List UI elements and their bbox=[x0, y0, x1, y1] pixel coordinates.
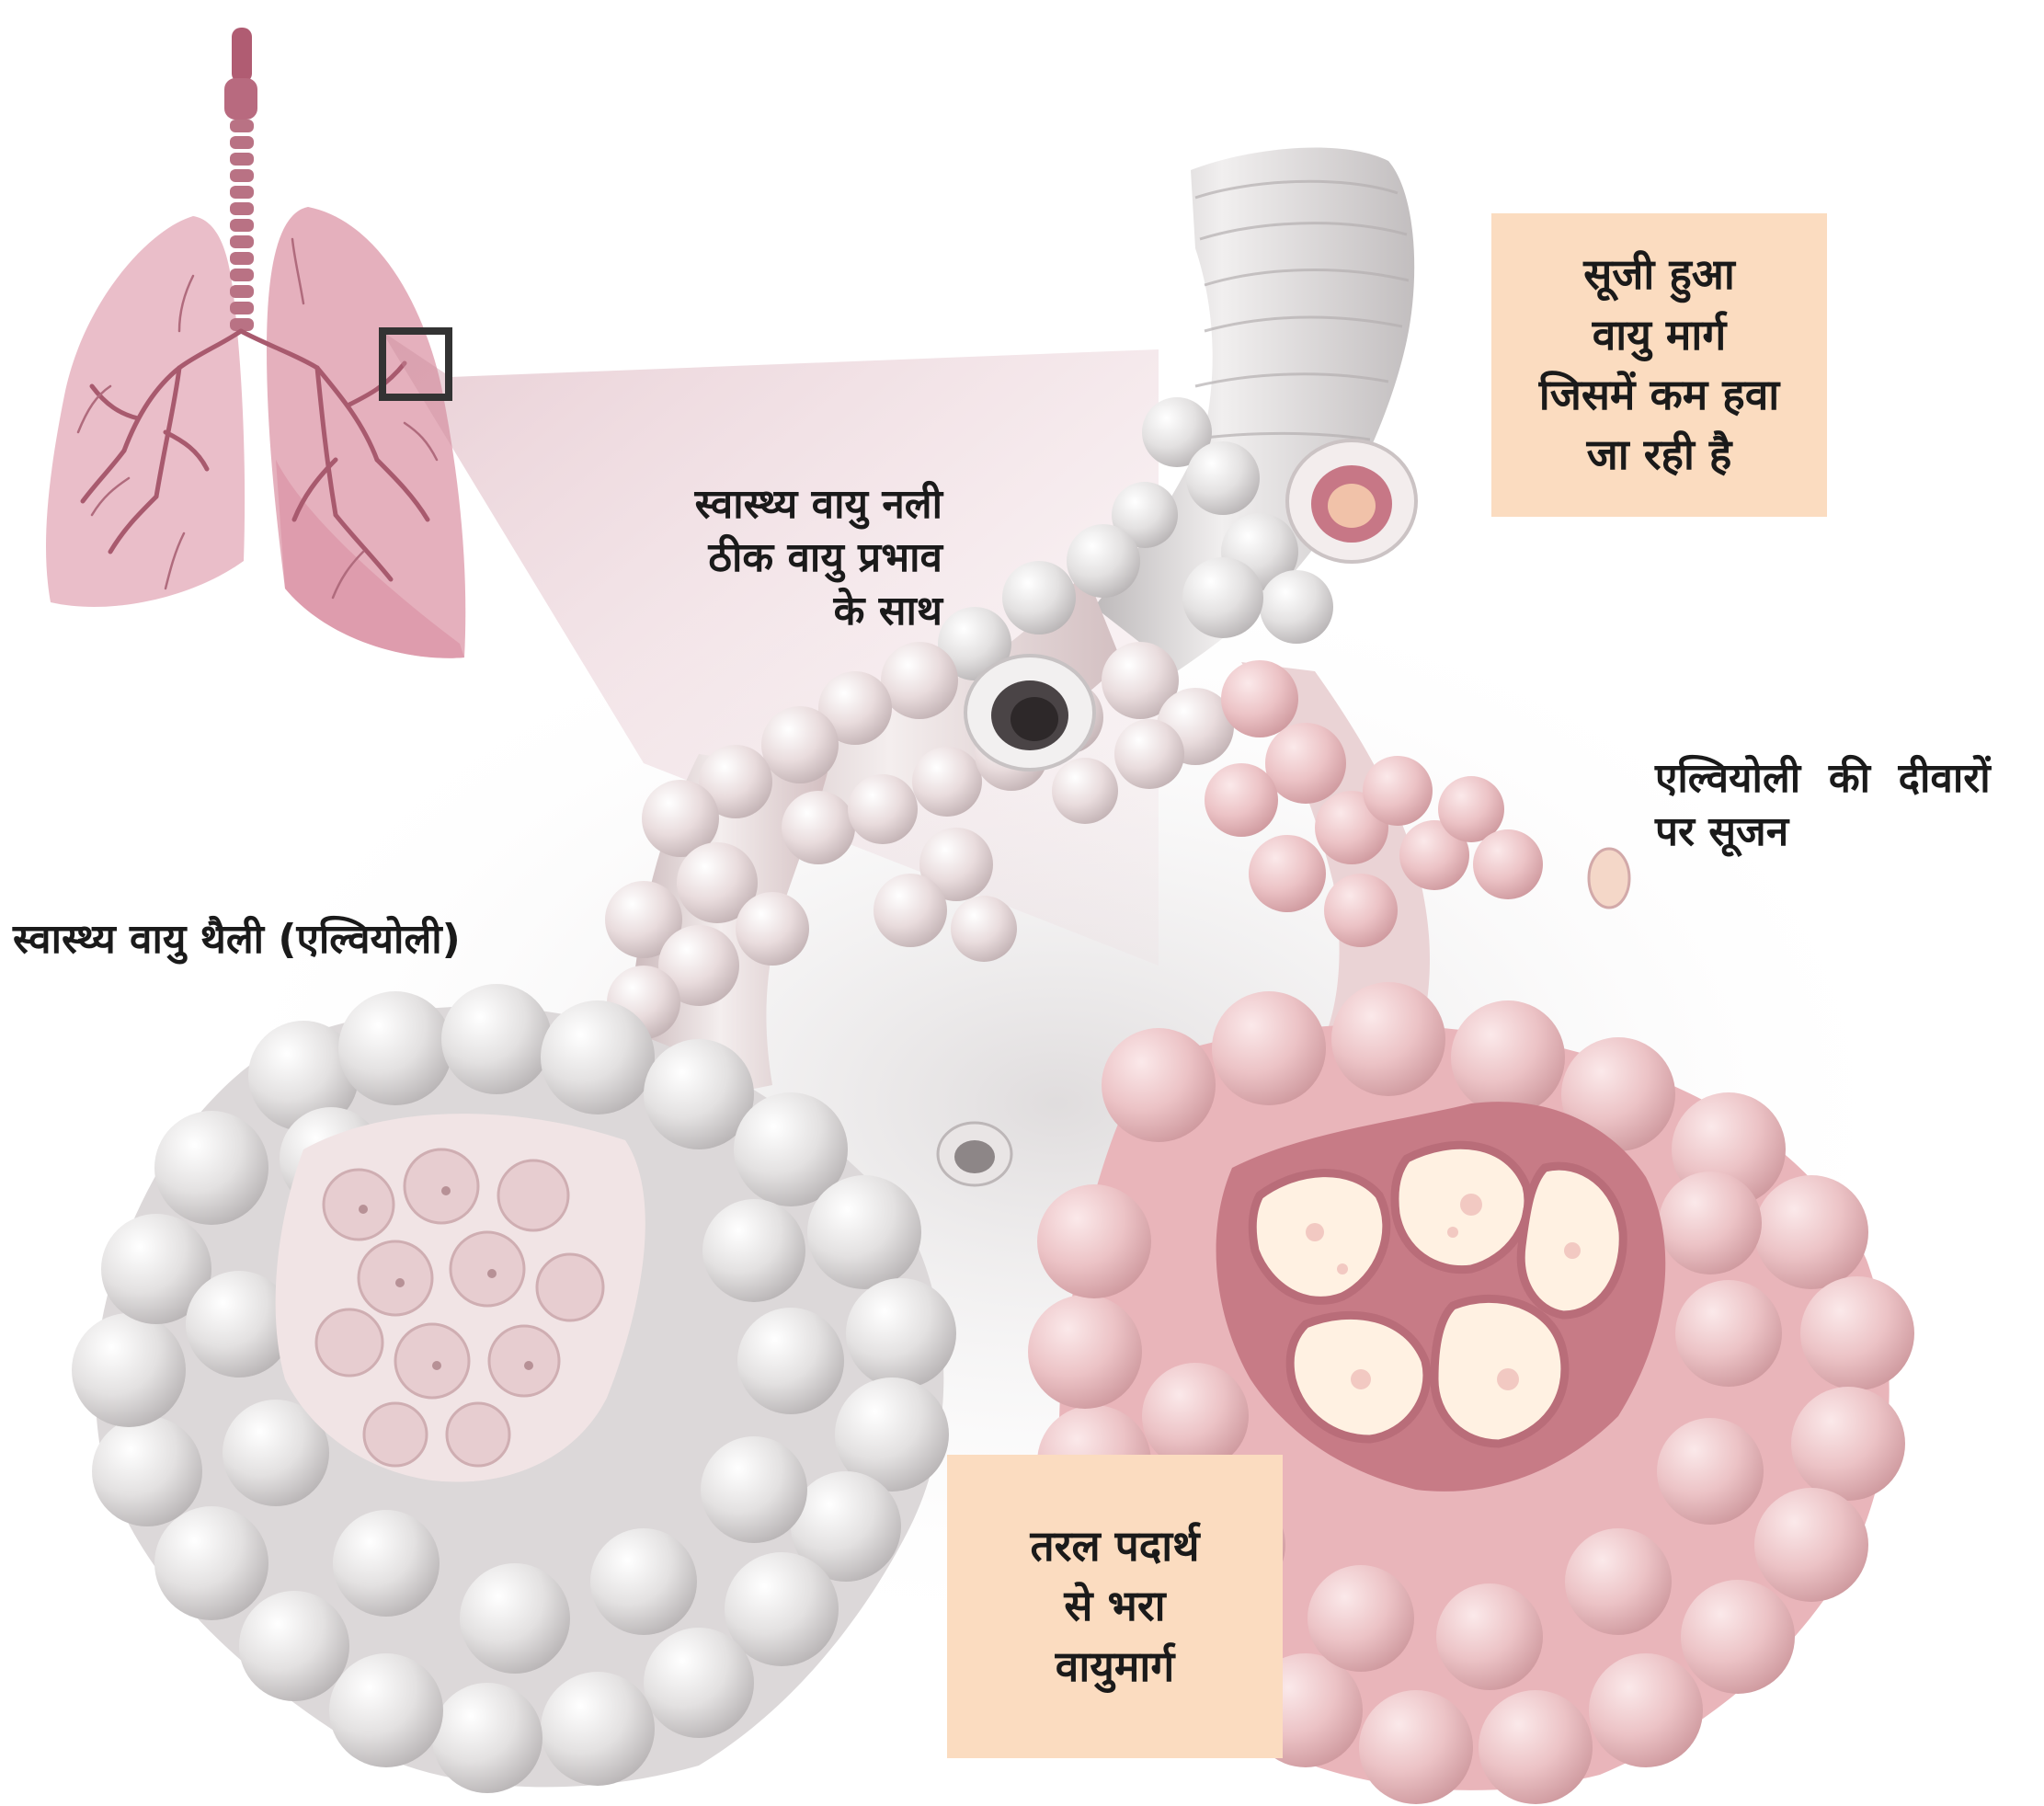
swollen-airway-line1: सूजी हुआ bbox=[1583, 245, 1735, 304]
healthy-alveoli-label: स्वास्थ्य वायु थैली (एल्वियोली) bbox=[13, 913, 565, 966]
alveoli-wall-label: एल्वियोली की दीवारों पर सूजन bbox=[1655, 752, 2032, 859]
fluid-airway-line3: वायुमार्ग bbox=[1056, 1637, 1175, 1697]
swollen-airway-line3: जिसमें कम हवा bbox=[1539, 365, 1779, 425]
healthy-airway-label-line2: ठीक वायु प्रभाव bbox=[639, 532, 942, 585]
alveoli-wall-line1: एल्वियोली की दीवारों bbox=[1655, 752, 2032, 806]
swollen-airway-line2: वायु मार्ग bbox=[1593, 305, 1727, 365]
healthy-airway-label-line1: स्वास्थ्य वायु नली bbox=[639, 478, 942, 532]
healthy-airway-label-line3: के साथ bbox=[639, 585, 942, 638]
alveoli-wall-line2: पर सूजन bbox=[1655, 806, 2032, 859]
swollen-airway-opening bbox=[1287, 440, 1416, 562]
fluid-airway-line1: तरल पदार्थ bbox=[1030, 1516, 1199, 1576]
swollen-airway-callout: सूजी हुआ वायु मार्ग जिसमें कम हवा जा रही… bbox=[1491, 213, 1827, 517]
healthy-airway-label: स्वास्थ्य वायु नली ठीक वायु प्रभाव के सा… bbox=[639, 478, 942, 638]
healthy-airway-opening bbox=[965, 656, 1094, 770]
fluid-airway-callout: तरल पदार्थ से भरा वायुमार्ग bbox=[947, 1455, 1283, 1758]
healthy-alveoli-line1: स्वास्थ्य वायु थैली (एल्वियोली) bbox=[13, 913, 565, 966]
swollen-airway-line4: जा रही है bbox=[1587, 425, 1732, 485]
lungs-inset-icon bbox=[46, 28, 465, 658]
fluid-airway-line2: से भरा bbox=[1064, 1576, 1165, 1636]
